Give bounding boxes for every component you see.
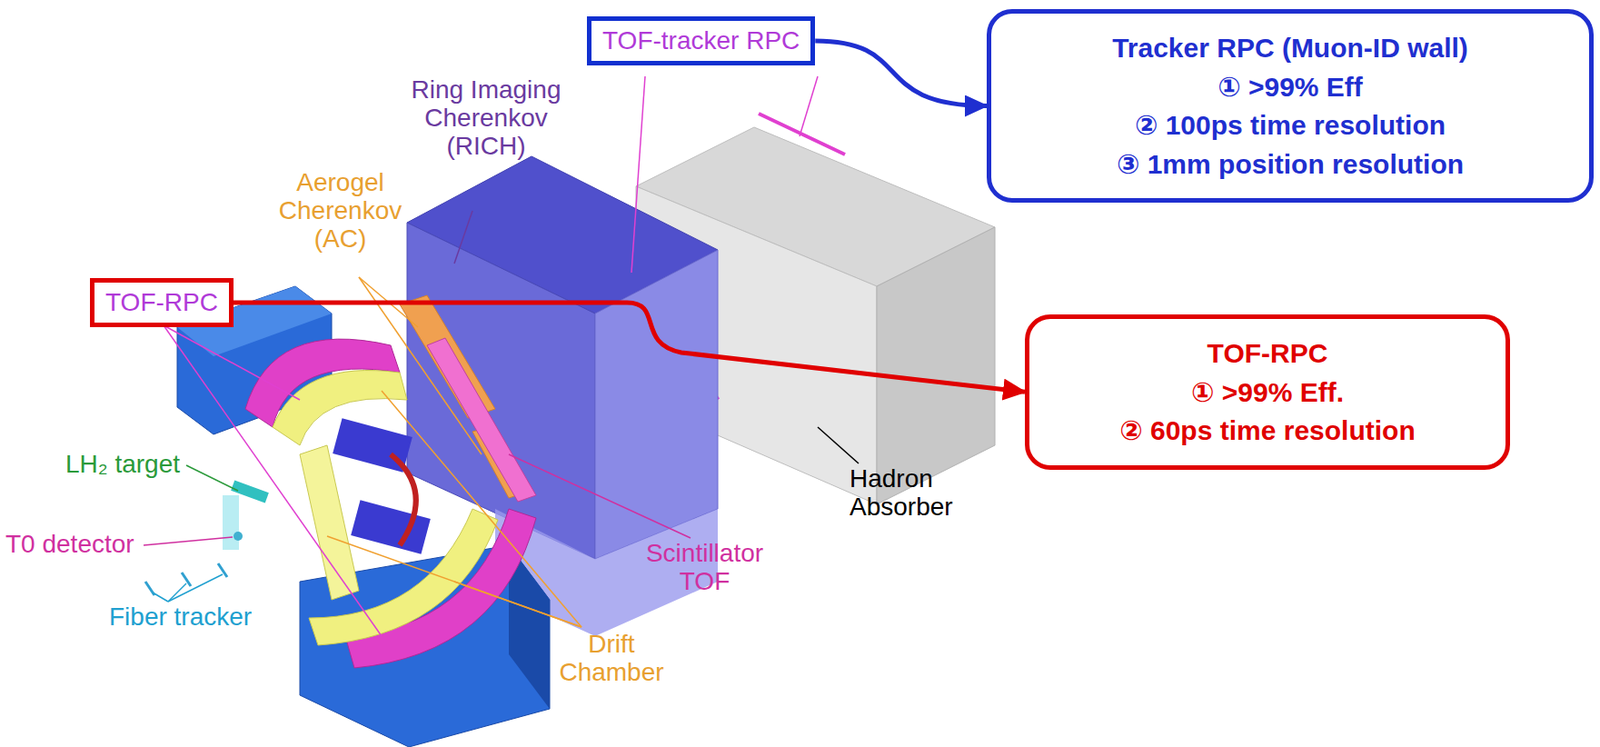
- label-box: TOF-RPC: [89, 278, 234, 328]
- t0-detector: [233, 531, 243, 541]
- box-text: TOF-tracker RPC: [602, 26, 800, 56]
- box-text: ③ 1mm position resolution: [1005, 147, 1575, 182]
- callout-title: TOF-RPC: [1043, 336, 1491, 371]
- magnet-pole: [350, 499, 431, 554]
- part-label: T0 detector: [5, 530, 142, 559]
- callout-box: Tracker RPC (Muon-ID wall)① >99% Eff② 10…: [986, 9, 1594, 203]
- box-text: ② 100ps time resolution: [1005, 108, 1575, 143]
- callout-title: Tracker RPC (Muon-ID wall): [1005, 30, 1575, 66]
- rich-front: [407, 222, 596, 559]
- box-text: TOF-RPC: [105, 288, 219, 318]
- part-label: Fiber tracker: [109, 603, 264, 632]
- target-cell: [222, 495, 239, 550]
- part-label: Hadron Absorber: [849, 465, 973, 522]
- part-label: Ring Imaging Cherenkov (RICH): [386, 76, 587, 160]
- callout-arrow: [814, 40, 987, 107]
- fiber-tracker: [145, 563, 228, 596]
- rich-side: [595, 249, 718, 559]
- label-box: TOF-tracker RPC: [586, 16, 815, 66]
- part-label: Aerogel Cherenkov (AC): [265, 168, 416, 253]
- absorber-side: [876, 227, 995, 505]
- callout-arrow: [233, 302, 1025, 392]
- part-label: LH₂ target: [65, 450, 193, 479]
- drift-chamber: [299, 445, 359, 600]
- inner-chamber: [390, 454, 417, 546]
- box-text: ① >99% Eff.: [1043, 375, 1491, 410]
- box-text: ② 60ps time resolution: [1043, 413, 1491, 448]
- scintillator-tof: [427, 337, 537, 502]
- part-label: Drift Chamber: [552, 630, 671, 687]
- leader-lines: [143, 76, 859, 637]
- callout-box: TOF-RPC ① >99% Eff.② 60ps time resolution: [1024, 314, 1511, 470]
- tracker-rpc-plane: [758, 113, 845, 155]
- part-label: Scintillator TOF: [625, 539, 785, 597]
- box-text: ① >99% Eff: [1005, 69, 1575, 105]
